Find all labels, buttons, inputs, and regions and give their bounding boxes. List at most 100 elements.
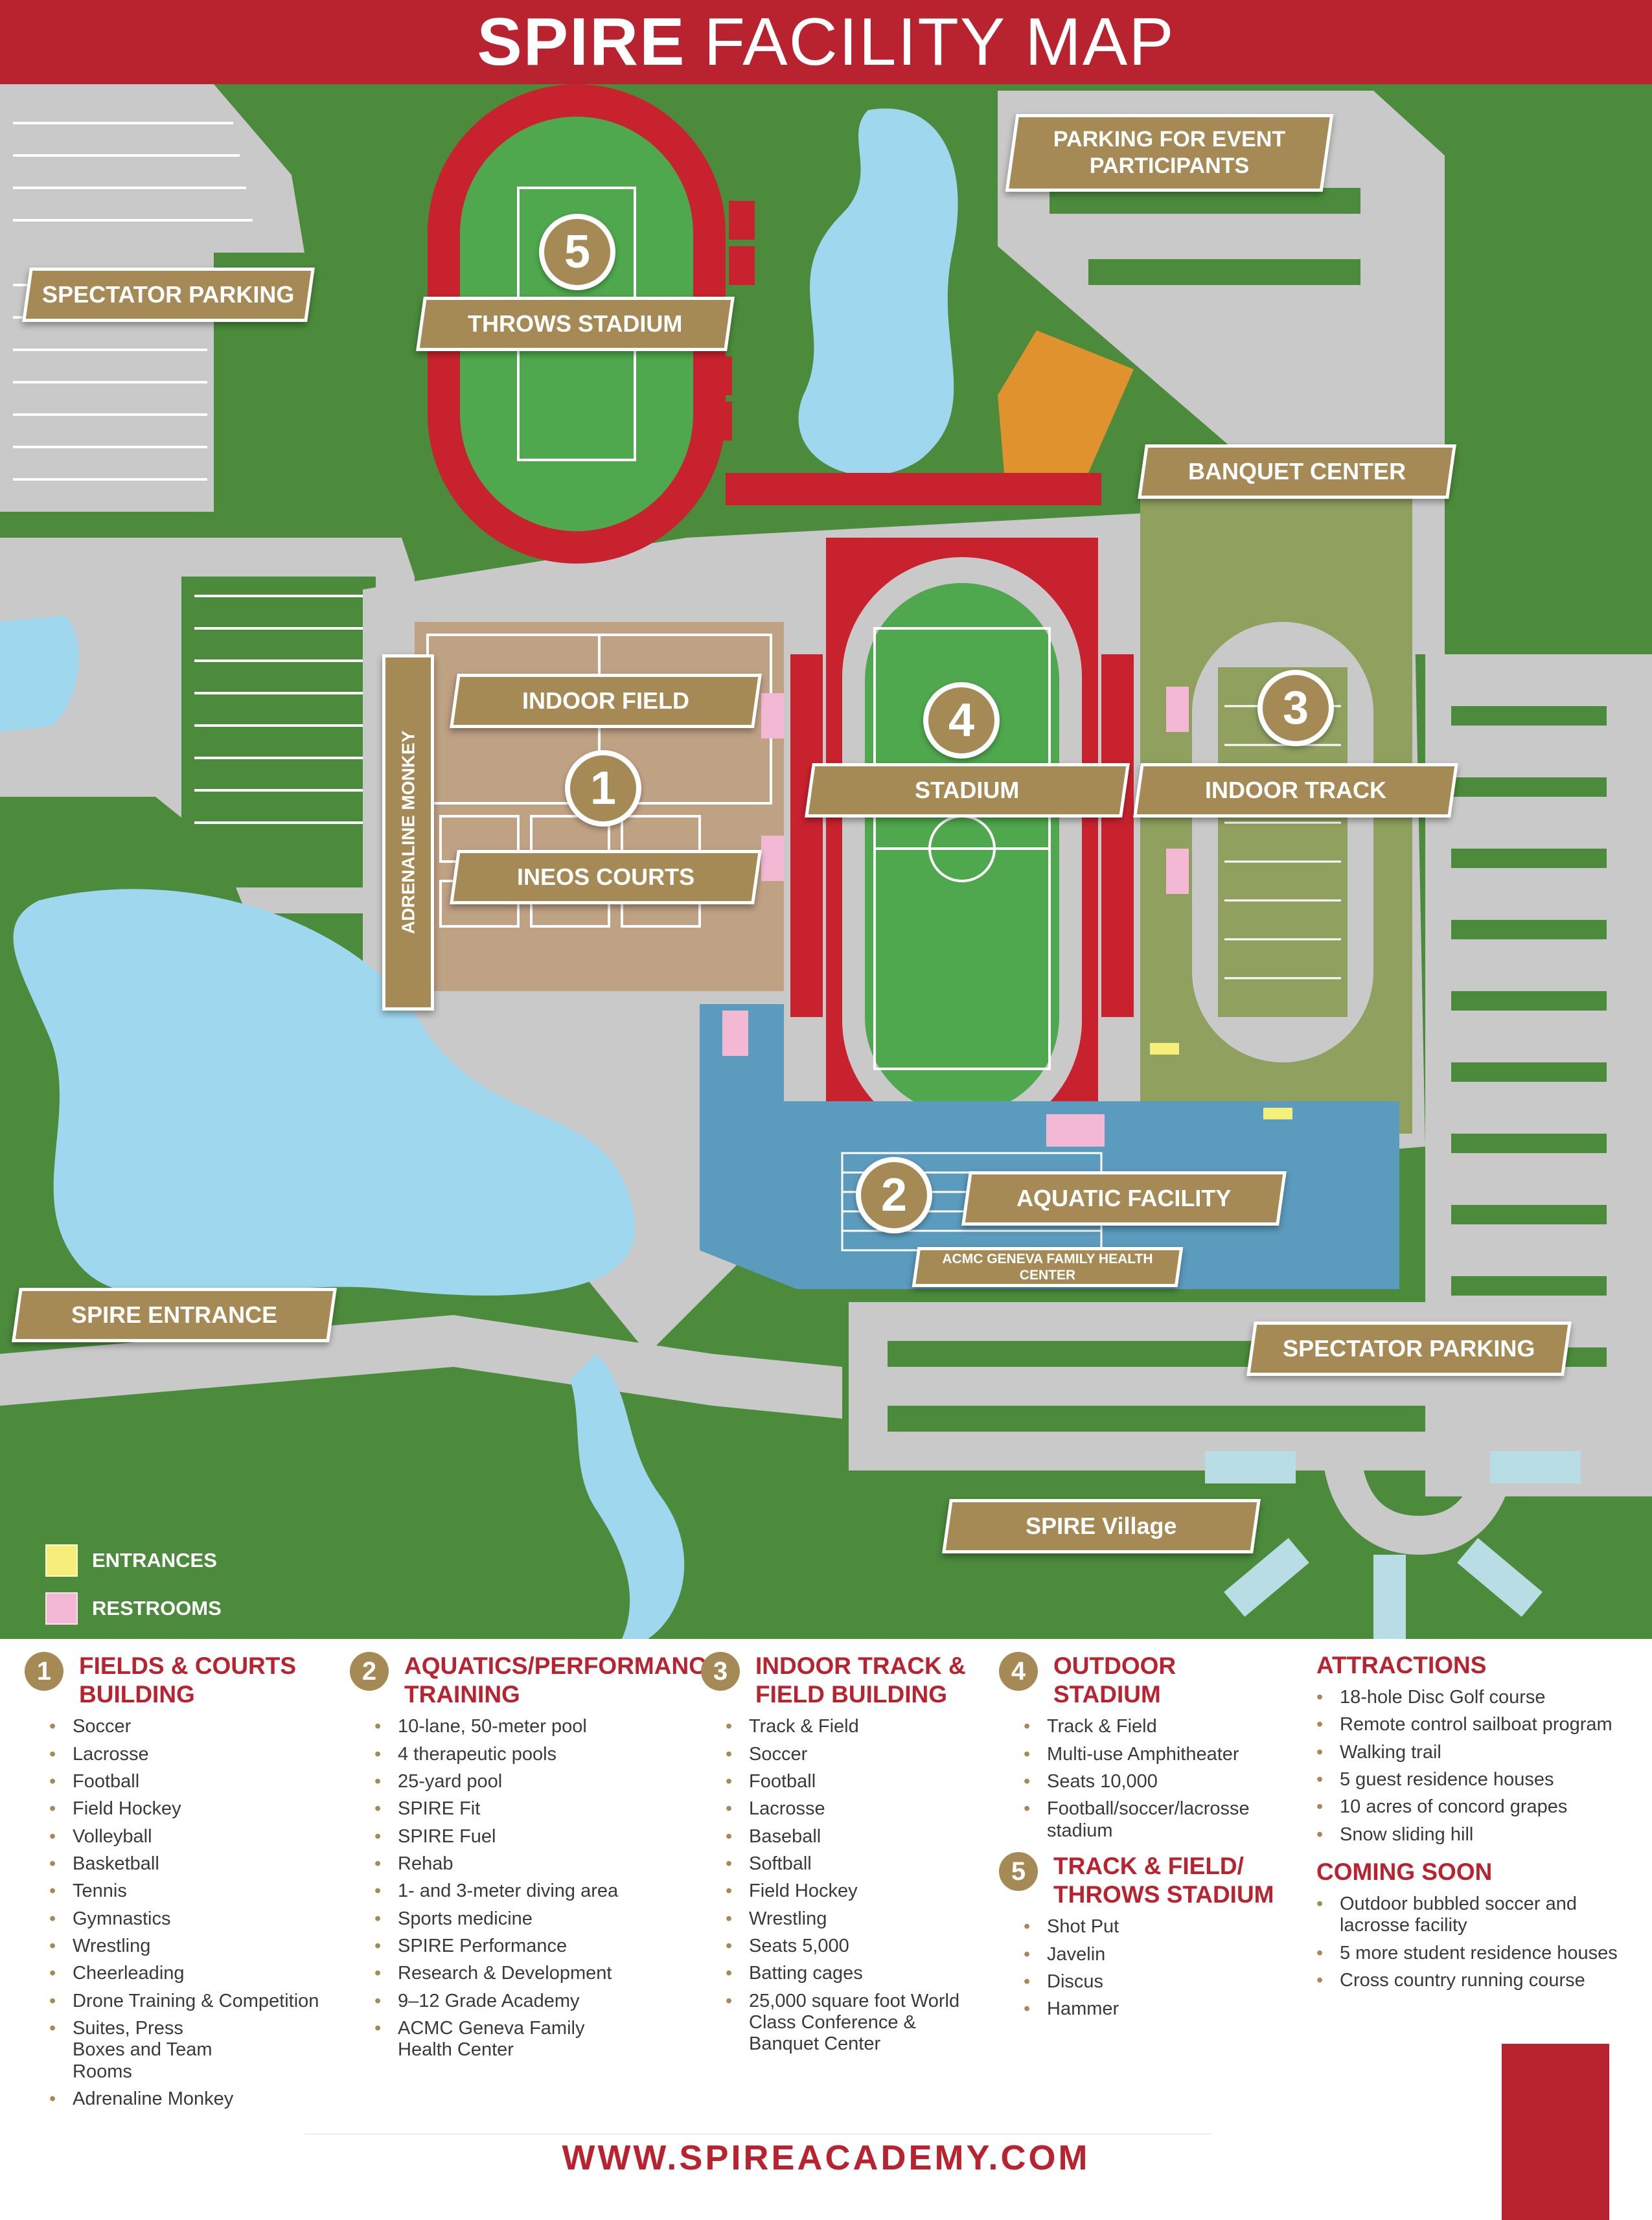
list-item: Soccer [726,1744,1012,1766]
label-spire-village[interactable]: SPIRE Village [942,1499,1261,1553]
list-item: Adrenaline Monkey [49,2088,349,2111]
throws-bleachers [706,201,755,441]
event-parking-island [1050,188,1360,214]
orange-building [998,330,1134,473]
list-item: Research & Development [374,1963,687,1985]
label-aquatic-facility[interactable]: AQUATIC FACILITY [961,1171,1287,1226]
list-item: Remote control sailboat program [1316,1714,1640,1736]
map-illustration [0,84,1652,1639]
label-stadium[interactable]: STADIUM [805,763,1130,818]
list-item: Track & Field [726,1716,1012,1738]
section-4-number: 4 [999,1652,1038,1691]
marker-3[interactable]: 3 [1257,670,1334,746]
list-item: 10-lane, 50-meter pool [374,1716,687,1738]
list-item: Soccer [49,1716,349,1738]
section-3-title: INDOOR TRACK &FIELD BUILDING [755,1653,966,1708]
label-indoor-track[interactable]: INDOOR TRACK [1133,763,1458,818]
decorative-red-block [1502,2044,1609,2220]
list-item: Field Hockey [726,1881,1012,1903]
footer-divider [304,2133,1211,2134]
list-item: SPIRE Fuel [374,1826,687,1848]
list-item: Tennis [49,1881,349,1903]
entrance-it [1150,1043,1179,1055]
list-item: SPIRE Performance [374,1936,687,1958]
list-item: Rehab [374,1853,687,1875]
coming-soon-list: Outdoor bubbled soccer and lacrosse faci… [1316,1894,1640,1992]
marker-5[interactable]: 5 [539,214,615,290]
list-item: Football [726,1771,1012,1793]
title-bar: SPIRE FACILITY MAP [0,0,1652,84]
list-item: Snow sliding hill [1316,1824,1640,1846]
list-item: 25,000 square foot World Class Conferenc… [726,1991,963,2055]
legend-entrances-swatch [45,1544,78,1577]
west-parking-island [181,577,376,887]
north-pond [798,108,958,475]
list-item: Football/soccer/lacrosse stadium [1024,1798,1267,1842]
section-4-list: Track & Field Multi-use Amphitheater Sea… [999,1716,1303,1842]
label-spire-entrance[interactable]: SPIRE ENTRANCE [12,1288,337,1342]
list-item: Basketball [49,1853,349,1875]
north-bleacher-strip [726,473,1101,505]
legend-restrooms: RESTROOMS [45,1592,222,1625]
west-lake [13,889,636,1297]
attractions-list: 18-hole Disc Golf course Remote control … [1316,1687,1640,1846]
label-parking-event-participants[interactable]: PARKING FOR EVENT PARTICIPANTS [1005,114,1334,192]
section-1-list: Soccer Lacrosse Football Field Hockey Vo… [25,1716,349,2111]
legend-restrooms-swatch [45,1592,78,1625]
restroom-fc-2 [761,836,784,881]
list-item: Cross country running course [1316,1970,1640,1992]
section-3-number: 3 [701,1652,740,1691]
marker-1[interactable]: 1 [565,750,641,827]
list-item: Walking trail [1316,1742,1640,1764]
restroom-it-1 [1166,687,1189,732]
label-adrenaline-monkey[interactable]: ADRENALINE MONKEY [382,654,434,1011]
list-item: 9–12 Grade Academy [374,1991,687,2013]
list-item: Javelin [1024,1944,1303,1966]
list-item: Sports medicine [374,1908,687,1930]
restroom-it-2 [1166,849,1189,894]
list-item: Volleyball [49,1826,349,1848]
label-ineos-courts[interactable]: INEOS COURTS [450,850,762,904]
label-throws-stadium[interactable]: THROWS STADIUM [416,297,735,351]
title-light: FACILITY MAP [704,4,1175,80]
marker-2[interactable]: 2 [856,1157,932,1233]
list-item: Cheerleading [49,1963,349,1985]
list-item: 25-yard pool [374,1771,687,1793]
list-item: Lacrosse [726,1798,1012,1820]
list-item: Seats 10,000 [1024,1771,1303,1793]
list-item: Shot Put [1024,1916,1303,1938]
footer-url-link[interactable]: WWW.SPIREACADEMY.COM [562,2138,1090,2177]
section-3-list: Track & Field Soccer Football Lacrosse B… [701,1716,1012,2055]
label-spectator-parking-south[interactable]: SPECTATOR PARKING [1246,1322,1572,1376]
label-spectator-parking-west[interactable]: SPECTATOR PARKING [22,268,315,322]
section-5-list: Shot Put Javelin Discus Hammer [999,1916,1303,2020]
small-west-pond [0,615,79,732]
event-parking-island-2 [1088,259,1360,285]
restroom-aq-1 [722,1011,748,1056]
list-item: Multi-use Amphitheater [1024,1744,1303,1766]
list-item: Batting cages [726,1963,1012,1985]
campus-map: SPECTATOR PARKING THROWS STADIUM PARKING… [0,84,1652,1639]
marker-4[interactable]: 4 [923,682,1000,759]
list-item: 1- and 3-meter diving area [374,1881,687,1903]
list-item: Football [49,1771,349,1793]
label-acmc-health-center[interactable]: ACMC GENEVA FAMILY HEALTH CENTER [912,1247,1184,1287]
list-item: 4 therapeutic pools [374,1744,687,1766]
restroom-aq-2 [1046,1114,1105,1147]
title-bold: SPIRE [477,4,686,80]
list-item: Hammer [1024,1998,1303,2020]
list-item: Softball [726,1853,1012,1875]
section-indoor-track: 3 INDOOR TRACK &FIELD BUILDING Track & F… [701,1652,1012,2061]
list-item: Gymnastics [49,1908,349,1930]
list-item: 5 more student residence houses [1316,1943,1640,1965]
list-item: Wrestling [49,1936,349,1958]
label-banquet-center[interactable]: BANQUET CENTER [1138,444,1456,499]
label-indoor-field[interactable]: INDOOR FIELD [450,674,762,728]
